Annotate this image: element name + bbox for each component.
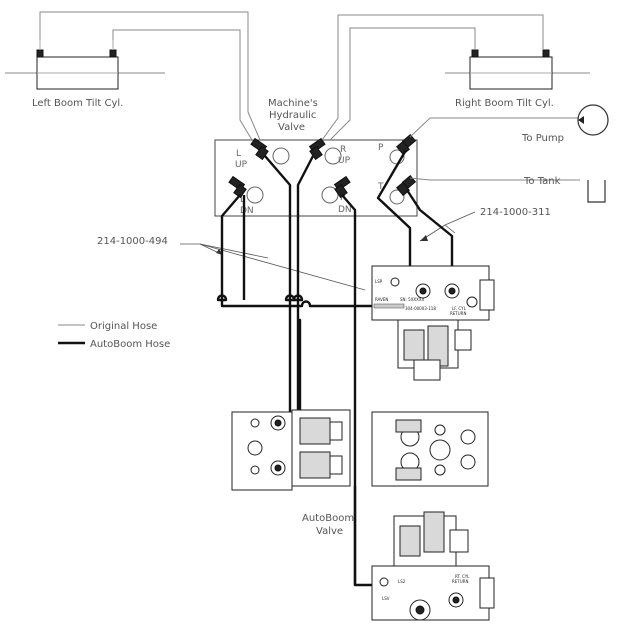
autoboom-middle-block [371, 411, 489, 487]
autoboom-left-block [231, 409, 351, 491]
hose-callout-494: 214-1000-494 [97, 236, 168, 247]
left-cylinder-label: Left Boom Tilt Cyl. [32, 98, 123, 109]
port-l-up-1: L [236, 149, 241, 159]
autoboom-top-block [371, 265, 495, 381]
legend-original-label: Original Hose [90, 321, 157, 332]
block-text-lf-cyl: LF. CYL [452, 306, 467, 311]
machine-valve-ports [246, 147, 405, 205]
block-text-lsv: LSV [382, 596, 390, 601]
port-p: P [378, 143, 384, 153]
block-text-raven: RAVEN [375, 297, 388, 302]
port-r-up-1: R [340, 145, 346, 155]
autoboom-hoses [216, 149, 454, 587]
machine-valve-label-3: Valve [278, 122, 305, 133]
block-text-return: RETURN [450, 311, 466, 316]
port-l-up-2: UP [235, 160, 248, 170]
legend-autoboom-label: AutoBoom Hose [90, 339, 170, 350]
to-tank-label: To Tank [523, 176, 561, 187]
port-r-up-2: UP [338, 156, 351, 166]
port-t: T [377, 182, 384, 192]
port-l-dn-2: DN [240, 206, 254, 216]
to-pump-label: To Pump [521, 133, 564, 144]
autoboom-valve-label-2: Valve [316, 526, 343, 537]
original-hoses [39, 11, 600, 181]
block-text-ls2: LS2 [398, 579, 406, 584]
tank-symbol [587, 180, 606, 203]
block-text-rt-cyl: RT. CYL [455, 574, 470, 579]
block-text-sn: SN: 5XXXXX [400, 297, 425, 302]
autoboom-valve-label-1: AutoBoom [302, 513, 354, 524]
block-text-partno: 304-00003-118 [405, 306, 436, 311]
port-r-dn-2: DN [338, 205, 352, 215]
autoboom-bottom-block [371, 511, 495, 621]
left-boom-tilt-cylinder [5, 40, 165, 90]
block-text-return2: RETURN [452, 579, 468, 584]
block-text-lsp: LSP [375, 279, 383, 284]
elbow-fittings [228, 134, 417, 199]
port-l-dn-1: L [240, 195, 245, 205]
machine-valve-label-1: Machine's [268, 98, 318, 109]
hose-callout-311: 214-1000-311 [480, 207, 551, 218]
machine-valve-label-2: Hydraulic [269, 110, 316, 121]
right-cylinder-label: Right Boom Tilt Cyl. [455, 98, 554, 109]
right-boom-tilt-cylinder [445, 49, 590, 90]
pump-arrow-icon [578, 116, 584, 124]
